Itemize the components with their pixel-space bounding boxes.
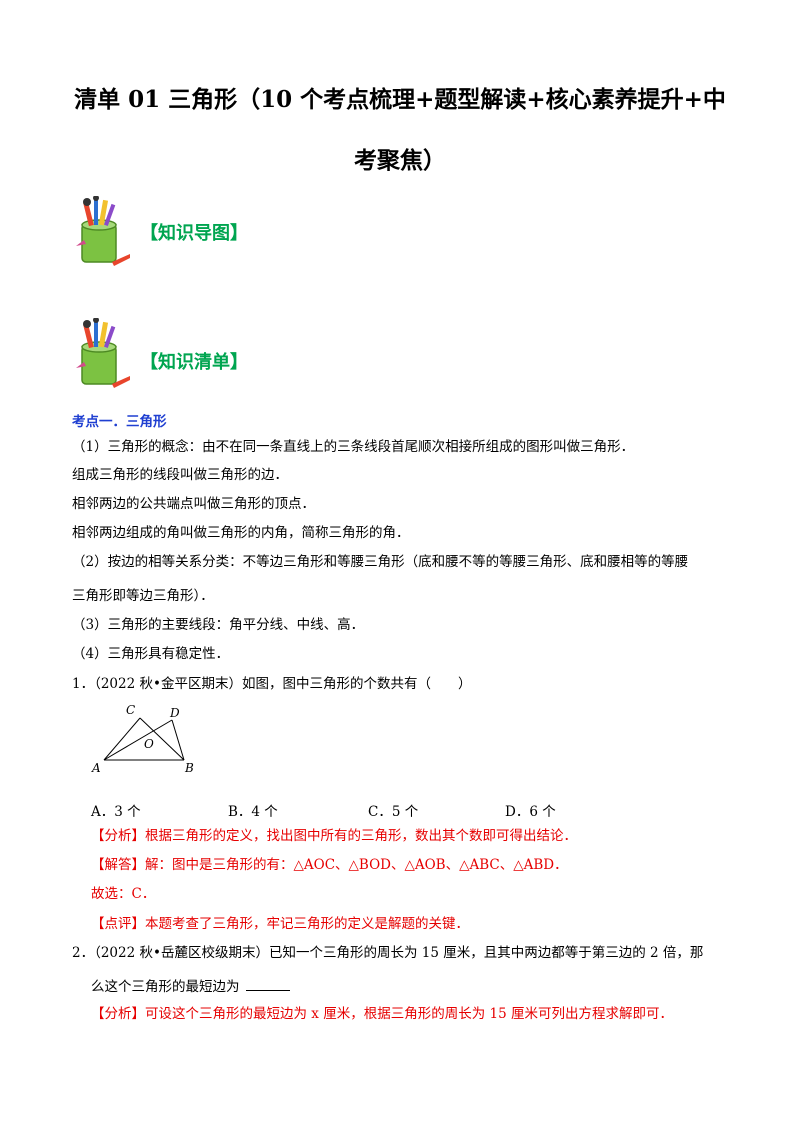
- segment-ac: [103, 717, 141, 761]
- segment-cb: [139, 717, 185, 761]
- option-b: B．4 个: [228, 804, 278, 820]
- option-a: A．3 个: [91, 804, 141, 820]
- question-1-answer: 【解答】解：图中是三角形的有：△AOC、△BOD、△AOB、△ABC、△ABD．: [91, 857, 568, 873]
- question-1-comment: 【点评】本题考查了三角形，牢记三角形的定义是解题的关键．: [91, 916, 469, 932]
- topic-line: （3）三角形的主要线段：角平分线、中线、高．: [72, 617, 365, 633]
- topic-line: 相邻两边的公共端点叫做三角形的顶点．: [72, 496, 315, 512]
- question-1-analysis: 【分析】根据三角形的定义，找出图中所有的三角形，数出其个数即可得出结论．: [91, 828, 577, 844]
- pen-holder-icon: [76, 196, 130, 266]
- question-1-stem: 1．（2022 秋•金平区期末）如图，图中三角形的个数共有（ ）: [72, 676, 472, 692]
- label-b: B: [184, 761, 194, 775]
- page-title-line1: 清单 01 三角形（10 个考点梳理+题型解读+核心素养提升+中: [74, 86, 726, 113]
- topic-heading: 考点一．三角形: [72, 414, 167, 430]
- segment-ad: [103, 719, 173, 761]
- label-d: D: [169, 706, 180, 720]
- question-2-stem-line1: 2．（2022 秋•岳麓区校级期末）已知一个三角形的周长为 15 厘米，且其中两…: [72, 945, 704, 961]
- pen-holder-icon: [76, 318, 130, 388]
- label-c: C: [126, 703, 135, 717]
- topic-line: （1）三角形的概念：由不在同一条直线上的三条线段首尾顺次相接所组成的图形叫做三角…: [72, 439, 635, 455]
- question-2-analysis: 【分析】可设这个三角形的最短边为 x 厘米，根据三角形的周长为 15 厘米可列出…: [91, 1006, 673, 1022]
- option-d: D．6 个: [505, 804, 556, 820]
- topic-line: 相邻两边组成的角叫做三角形的内角，简称三角形的角．: [72, 525, 410, 541]
- topic-line: 三角形即等边三角形）．: [72, 588, 214, 604]
- question-2-stem-line2: 么这个三角形的最短边为: [91, 978, 290, 995]
- segment-db: [171, 719, 185, 761]
- topic-line: （2）按边的相等关系分类：不等边三角形和等腰三角形（底和腰不等的等腰三角形、底和…: [72, 554, 689, 570]
- label-a: A: [91, 761, 101, 775]
- triangle-figure: C D O A B: [91, 703, 194, 775]
- question-1-choice: 故选：C．: [91, 886, 156, 902]
- knowledge-map-label: 【知识导图】: [140, 223, 248, 244]
- label-o: O: [144, 737, 154, 751]
- knowledge-list-label: 【知识清单】: [140, 352, 248, 373]
- topic-line: （4）三角形具有稳定性．: [72, 646, 230, 662]
- option-c: C．5 个: [368, 804, 419, 820]
- answer-blank[interactable]: [245, 978, 290, 991]
- topic-line: 组成三角形的线段叫做三角形的边．: [72, 467, 288, 483]
- page-title-line2: 考聚焦）: [354, 147, 446, 174]
- question-2-stem-text: 么这个三角形的最短边为: [91, 979, 240, 995]
